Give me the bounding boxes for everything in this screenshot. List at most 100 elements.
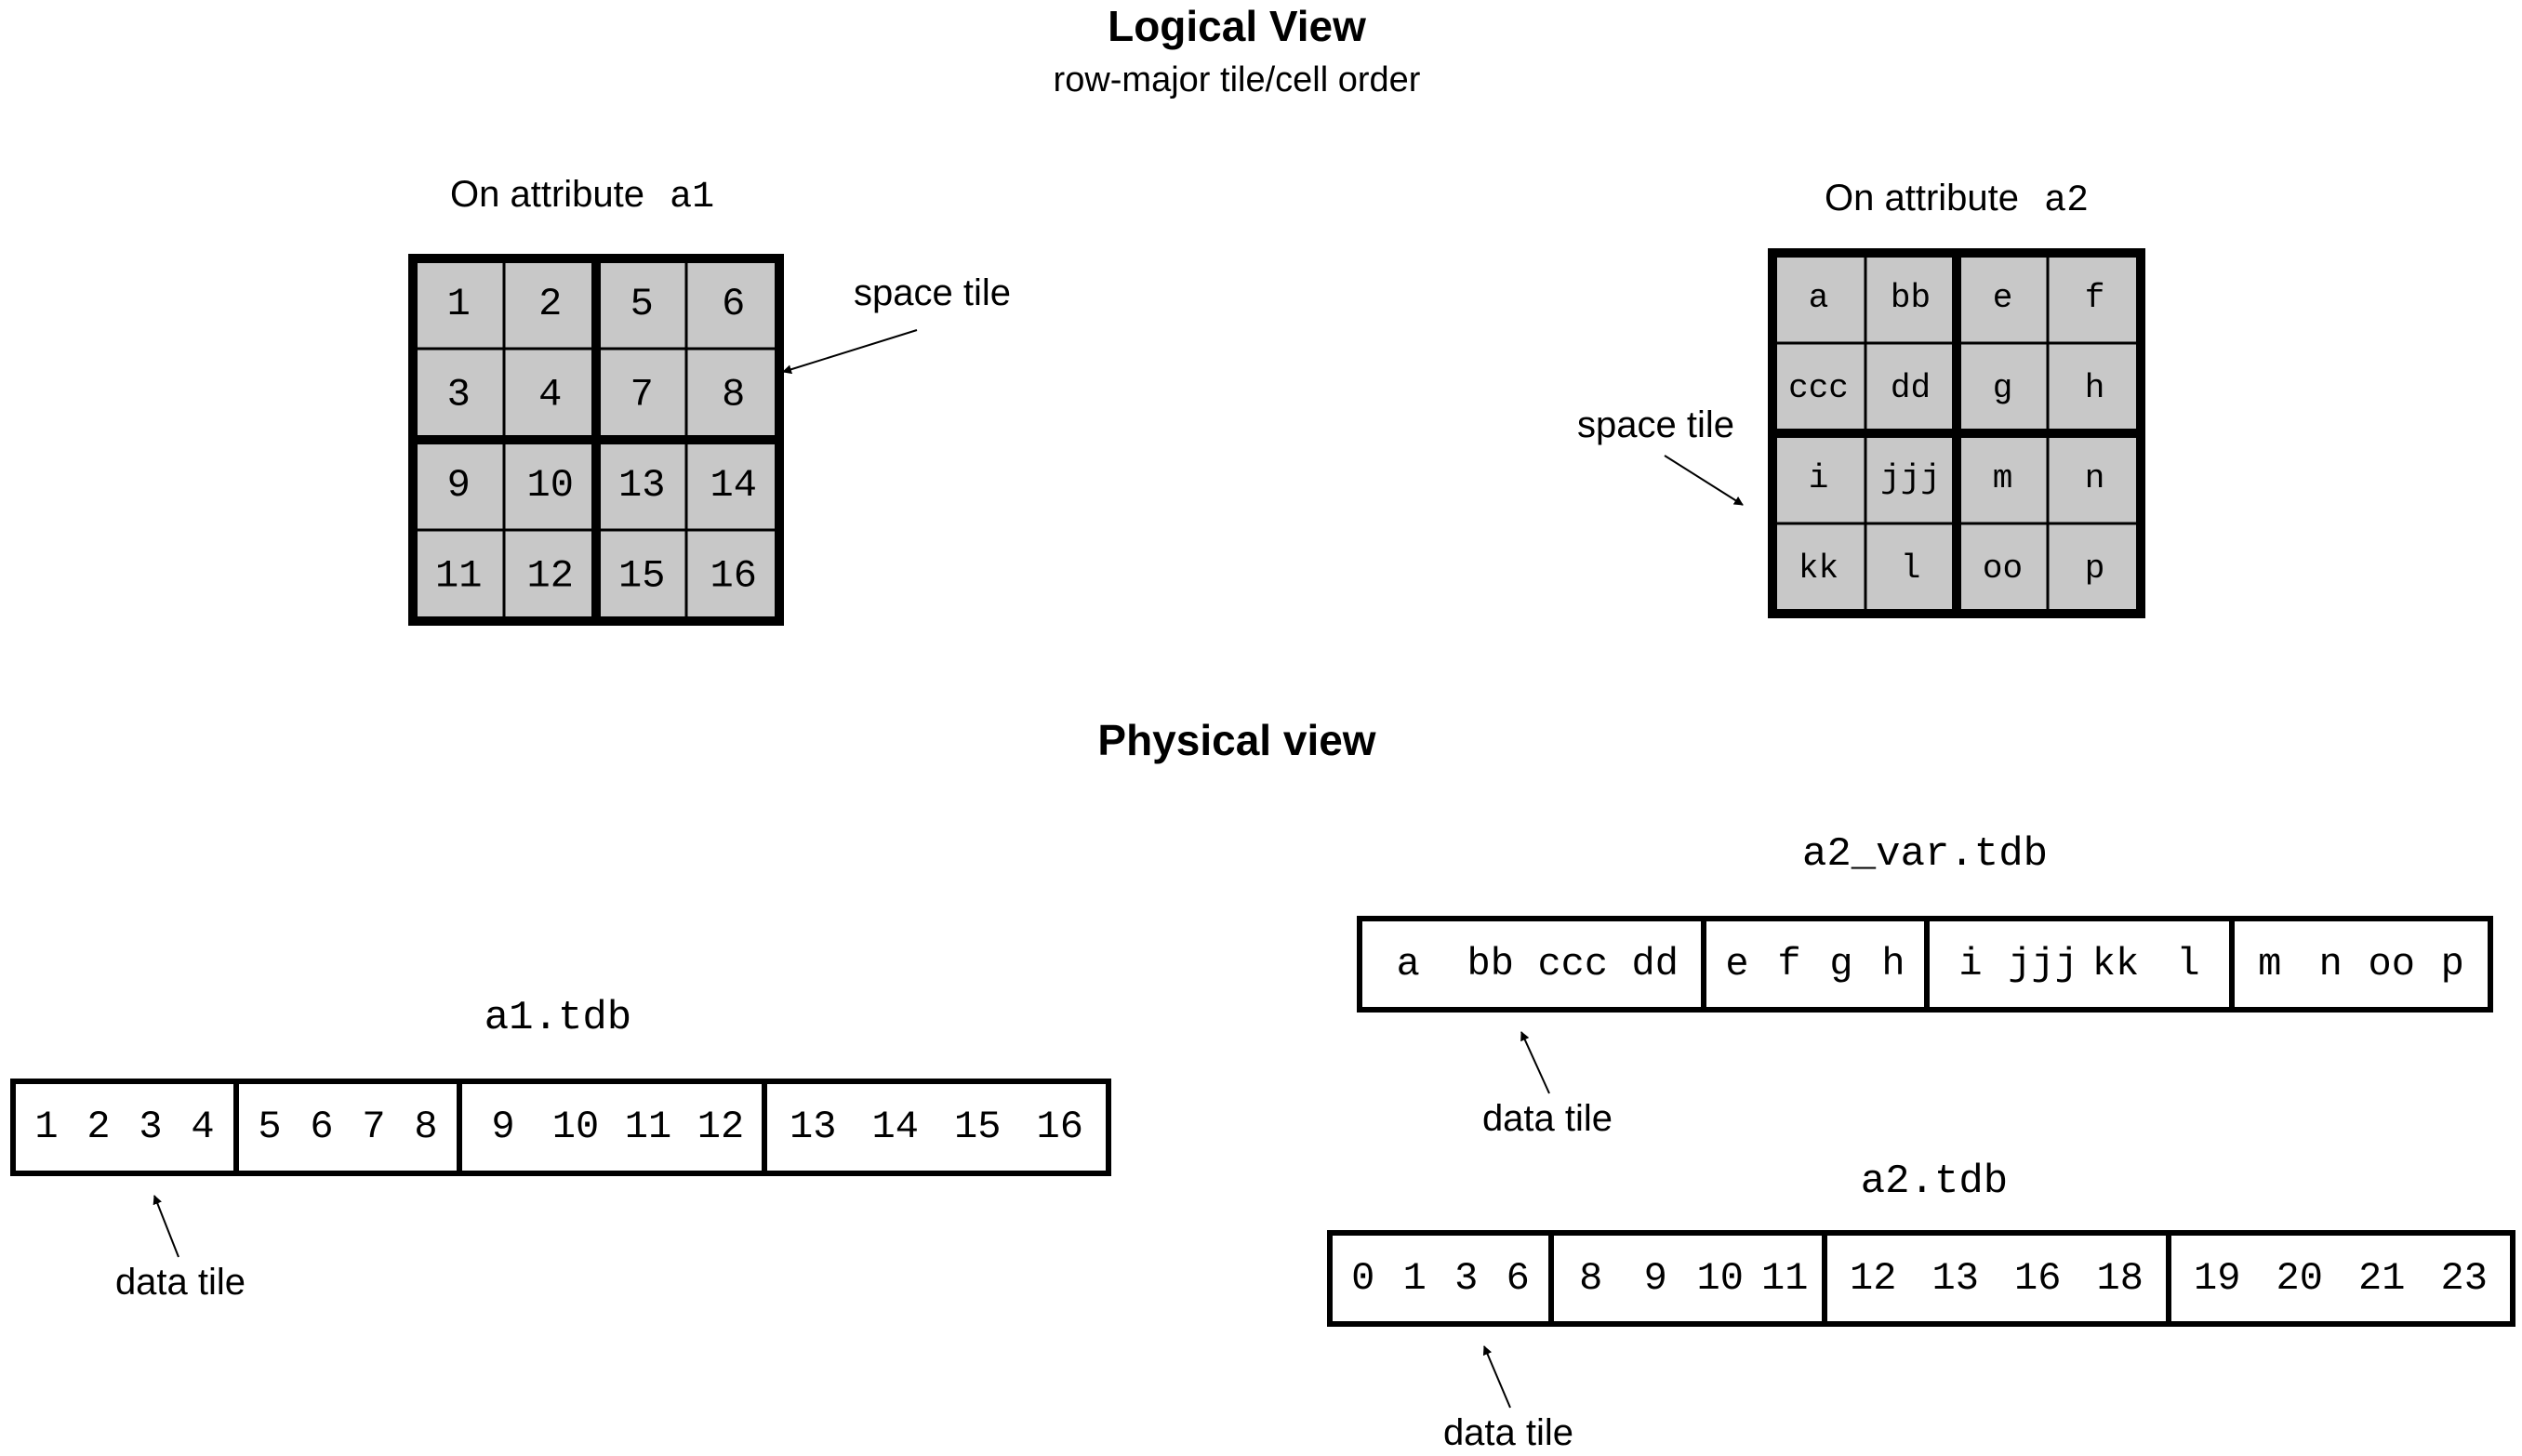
- a2-file-value: 19: [2194, 1256, 2240, 1301]
- a1-file-value: 5: [258, 1105, 281, 1149]
- a2-file-value: 10: [1697, 1256, 1744, 1301]
- a2-grid-cell: dd: [1891, 369, 1931, 407]
- a2-grid-cell: n: [2085, 459, 2105, 497]
- a2-file-value: 0: [1351, 1256, 1374, 1301]
- a2-grid-cell: jjj: [1880, 459, 1941, 497]
- a2-file-value: 3: [1454, 1256, 1478, 1301]
- physical-view-title: Physical view: [1097, 716, 1375, 764]
- a2-var-data-tile-label: data tile: [1482, 1098, 1613, 1139]
- a1-file-name: a1.tdb: [484, 995, 631, 1041]
- a2-grid-cell: oo: [1983, 549, 2023, 588]
- a1-grid-cell: 6: [722, 282, 745, 326]
- a2-grid-cell: kk: [1799, 549, 1838, 588]
- a2-var-file-value: ccc: [1537, 942, 1608, 986]
- a2-file-value: 20: [2276, 1256, 2323, 1301]
- a2-grid-label: On attribute a2: [1825, 178, 2089, 222]
- a2-grid-cell: ccc: [1788, 369, 1849, 407]
- a2-grid-cell: a: [1809, 279, 1829, 317]
- a2-file-value: 8: [1579, 1256, 1602, 1301]
- a2-grid-cell: g: [1993, 369, 2013, 407]
- a1-grid-cell: 15: [618, 553, 665, 598]
- a2-file-value: 21: [2358, 1256, 2405, 1301]
- a1-file-value: 3: [139, 1105, 162, 1149]
- a2-var-file-value: kk: [2092, 942, 2139, 986]
- a2-data-tile-arrow: [1482, 1345, 1511, 1409]
- a1-space-tile-label: space tile: [854, 272, 1011, 313]
- a1-grid-cell: 13: [618, 463, 665, 508]
- a2-file-value: 13: [1932, 1256, 1979, 1301]
- a1-grid-cell: 1: [447, 282, 471, 326]
- a2-var-file-border: [1357, 916, 2493, 1013]
- a1-grid-cell: 12: [527, 553, 574, 598]
- a1-file-value: 15: [954, 1105, 1001, 1149]
- a2-file-value: 16: [2014, 1256, 2061, 1301]
- a2-var-file-value: l: [2176, 942, 2199, 986]
- a1-file-value: 11: [625, 1105, 671, 1149]
- a1-file-border: [10, 1079, 1111, 1176]
- a2-var-file-value: jjj: [2008, 942, 2078, 986]
- a1-grid-cell: 8: [722, 372, 745, 417]
- a2-var-file-value: bb: [1467, 942, 1514, 986]
- logical-view-subtitle: row-major tile/cell order: [1054, 60, 1421, 99]
- a1-data-tile-arrow: [153, 1195, 179, 1258]
- a2-file-border: [1327, 1230, 2515, 1327]
- a2-var-file-name: a2_var.tdb: [1802, 831, 2048, 878]
- a1-file-value: 4: [191, 1105, 214, 1149]
- a2-grid-border: [1768, 248, 2145, 618]
- a2-grid-cell: m: [1993, 459, 2013, 497]
- a2-var-file-value: f: [1777, 942, 1800, 986]
- a2-grid-cell: e: [1993, 279, 2013, 317]
- a1-grid-cell: 11: [435, 553, 482, 598]
- a1-grid-border: [408, 254, 784, 626]
- a2-data-tile-label: data tile: [1443, 1412, 1573, 1453]
- a2-var-file-value: g: [1829, 942, 1852, 986]
- a1-grid-cell: 16: [710, 553, 757, 598]
- a2-label-prefix: On attribute: [1825, 178, 2019, 218]
- a1-file-value: 2: [86, 1105, 110, 1149]
- a1-grid-cell: 4: [538, 372, 562, 417]
- a2-var-file-value: i: [1958, 942, 1982, 986]
- a2-var-file-value: h: [1881, 942, 1905, 986]
- a1-file-value: 16: [1037, 1105, 1083, 1149]
- a1-grid-label: On attribute a1: [450, 174, 714, 218]
- a2-file-value: 23: [2441, 1256, 2488, 1301]
- a1-data-tile-label: data tile: [115, 1262, 246, 1303]
- a1-grid-cell: 5: [630, 282, 654, 326]
- a2-file-name: a2.tdb: [1861, 1158, 2008, 1205]
- a2-file-value: 1: [1403, 1256, 1427, 1301]
- a2-label-attr: a2: [2044, 180, 2089, 222]
- a2-file-value: 12: [1850, 1256, 1896, 1301]
- a1-file-value: 8: [414, 1105, 437, 1149]
- a2-grid-cell: l: [1901, 549, 1921, 588]
- a2-var-file-value: dd: [1632, 942, 1679, 986]
- a2-grid-cell: h: [2085, 369, 2105, 407]
- a1-file-value: 14: [872, 1105, 919, 1149]
- a2-file-value: 18: [2097, 1256, 2144, 1301]
- a2-var-file-value: n: [2319, 942, 2343, 986]
- a1-file-value: 12: [697, 1105, 744, 1149]
- a2-file-value: 11: [1761, 1256, 1808, 1301]
- a1-file-value: 7: [362, 1105, 385, 1149]
- a1-grid-cell: 14: [710, 463, 757, 508]
- logical-view-title: Logical View: [1108, 2, 1366, 50]
- a1-file-value: 6: [310, 1105, 333, 1149]
- a1-file-value: 10: [552, 1105, 599, 1149]
- a1-label-attr: a1: [670, 177, 714, 218]
- a2-grid-cell: p: [2085, 549, 2105, 588]
- a1-grid-cell: 10: [527, 463, 574, 508]
- a2-grid-cell: f: [2085, 279, 2105, 317]
- a1-grid-cell: 7: [630, 372, 654, 417]
- a1-space-tile-arrow: [782, 329, 918, 375]
- a2-var-file-value: m: [2258, 942, 2281, 986]
- a2-var-file-value: p: [2441, 942, 2464, 986]
- a2-file-value: 6: [1507, 1256, 1530, 1301]
- a2-var-file-value: a: [1397, 942, 1420, 986]
- a2-space-tile-label: space tile: [1577, 404, 1734, 445]
- a2-file-value: 9: [1644, 1256, 1667, 1301]
- a1-file-value: 9: [491, 1105, 514, 1149]
- a2-var-data-tile-arrow: [1520, 1031, 1550, 1094]
